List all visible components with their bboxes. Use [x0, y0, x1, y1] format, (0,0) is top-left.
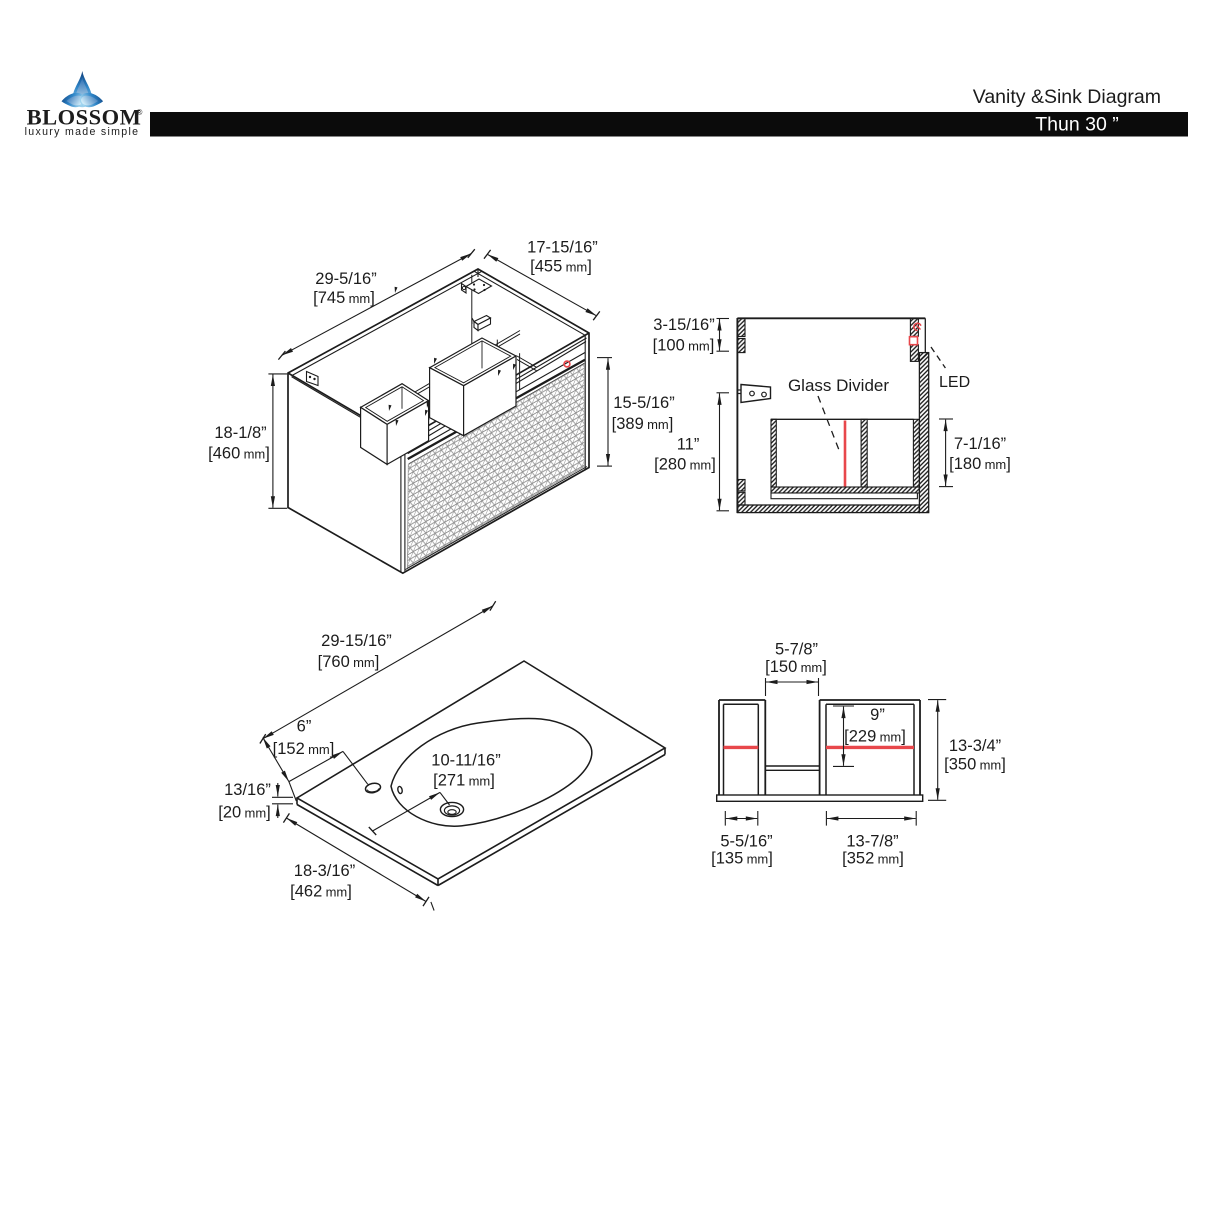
svg-text:[152 mm]: [152 mm]	[273, 740, 335, 758]
svg-text:[455 mm]: [455 mm]	[530, 258, 592, 276]
svg-text:18-3/16”: 18-3/16”	[294, 862, 355, 880]
svg-text:15-5/16”: 15-5/16”	[613, 394, 674, 412]
svg-text:3-15/16”: 3-15/16”	[653, 316, 714, 334]
svg-text:29-15/16”: 29-15/16”	[321, 632, 392, 650]
svg-text:LED: LED	[939, 374, 970, 391]
svg-text:Thun 30 ”: Thun 30 ”	[1035, 114, 1118, 136]
svg-text:[229 mm]: [229 mm]	[844, 728, 906, 746]
svg-text:29-5/16”: 29-5/16”	[315, 270, 376, 288]
svg-text:[100 mm]: [100 mm]	[653, 337, 715, 355]
svg-text:13/16”: 13/16”	[224, 781, 271, 799]
svg-text:Vanity &Sink Diagram: Vanity &Sink Diagram	[973, 86, 1161, 108]
svg-text:13-3/4”: 13-3/4”	[949, 737, 1001, 755]
svg-text:Glass Divider: Glass Divider	[788, 376, 889, 395]
svg-text:[271 mm]: [271 mm]	[433, 772, 495, 790]
svg-text:[350 mm]: [350 mm]	[944, 756, 1006, 774]
svg-text:11”: 11”	[677, 436, 700, 454]
svg-text:18-1/8”: 18-1/8”	[214, 424, 266, 442]
svg-text:5-5/16”: 5-5/16”	[720, 833, 772, 851]
svg-text:17-15/16”: 17-15/16”	[527, 239, 598, 257]
svg-text:[460 mm]: [460 mm]	[208, 445, 270, 463]
svg-text:7-1/16”: 7-1/16”	[954, 435, 1006, 453]
svg-text:BLOSSOM: BLOSSOM	[27, 105, 142, 130]
svg-text:luxury made simple: luxury made simple	[25, 126, 140, 138]
svg-text:[389 mm]: [389 mm]	[612, 415, 674, 433]
svg-text:[760 mm]: [760 mm]	[318, 653, 380, 671]
svg-text:[135 mm]: [135 mm]	[711, 850, 773, 868]
svg-text:[20 mm]: [20 mm]	[218, 804, 271, 822]
svg-text:[352 mm]: [352 mm]	[842, 850, 904, 868]
svg-text:®: ®	[137, 108, 143, 117]
svg-text:[180 mm]: [180 mm]	[949, 455, 1011, 473]
svg-text:[280 mm]: [280 mm]	[654, 456, 716, 474]
svg-text:10-11/16”: 10-11/16”	[431, 752, 500, 770]
svg-text:[745 mm]: [745 mm]	[313, 289, 375, 307]
svg-text:[462 mm]: [462 mm]	[290, 883, 352, 901]
svg-text:13-7/8”: 13-7/8”	[846, 833, 898, 851]
svg-text:9”: 9”	[870, 706, 885, 724]
svg-text:[150 mm]: [150 mm]	[765, 658, 827, 676]
svg-text:5-7/8”: 5-7/8”	[775, 641, 818, 659]
svg-text:6”: 6”	[297, 718, 312, 736]
